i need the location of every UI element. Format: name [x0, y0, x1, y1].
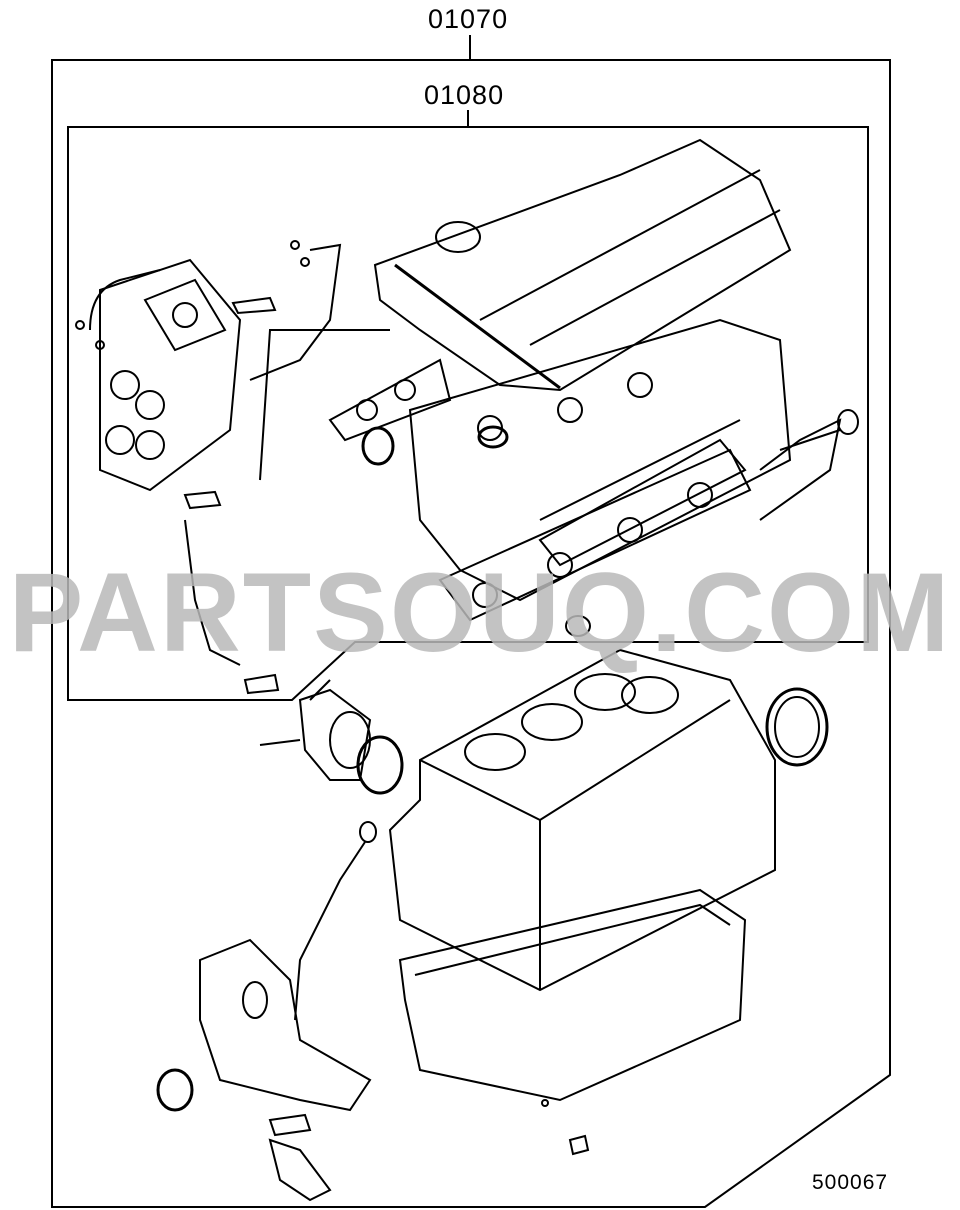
front-timing-cover [156, 938, 372, 1202]
oil-dipstick [294, 821, 377, 1021]
small-gaskets-and-seals [75, 240, 591, 695]
water-pump-housing [259, 679, 404, 795]
inner-kit-frame [67, 126, 869, 701]
rocker-cover [373, 138, 792, 392]
rear-oil-seal [765, 687, 829, 767]
head-gasket [438, 448, 752, 622]
oil-pipes [184, 243, 859, 666]
cylinder-head [408, 318, 792, 602]
turbocharger [89, 258, 242, 492]
oil-pan [398, 888, 747, 1156]
outer-kit-part-number: 01070 [428, 4, 509, 34]
exhaust-manifold-gaskets [328, 358, 747, 567]
figure-number: 500067 [812, 1171, 889, 1194]
cylinder-block [388, 648, 776, 992]
outer-kit-frame [51, 59, 891, 1208]
inner-kit-part-number: 01080 [424, 80, 505, 110]
watermark: PARTSOUQ.COM [8, 550, 952, 675]
